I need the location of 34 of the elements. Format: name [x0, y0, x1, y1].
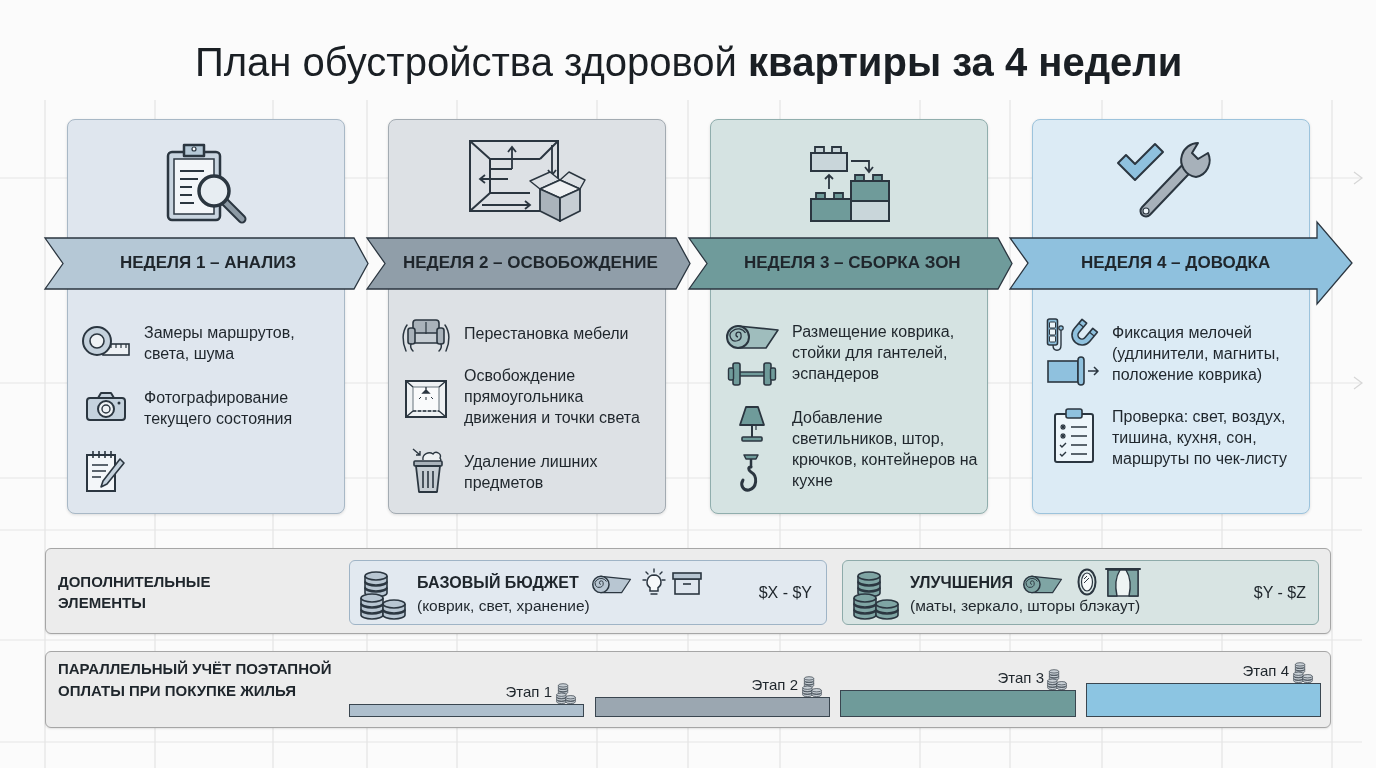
task-text: Замеры маршрутов, света, шума — [144, 323, 296, 364]
task-text: Фиксация мелочей (удлинители, магниты, положение коврика) — [1112, 323, 1281, 385]
chevron-banner — [689, 238, 1012, 289]
panel-heading: ПАРАЛЛЕЛЬНЫЙ УЧЁТ ПОЭТАПНОЙ ОПЛАТЫ ПРИ ПОКУПКЕ ЖИЛЬЯ — [58, 659, 333, 701]
chevron-banner — [45, 238, 368, 289]
task-text: Освобождение прямоугольника движения и точки света — [464, 366, 641, 428]
week-heading: НЕДЕЛЯ 4 – ДОВОДКА — [1081, 253, 1271, 273]
price-range: $X - $Y — [758, 583, 812, 603]
section-panel — [45, 548, 1331, 634]
panel-heading: ДОПОЛНИТЕЛЬНЫЕ ЭЛЕМЕНТЫ — [58, 572, 212, 613]
section-panel — [45, 651, 1331, 728]
budget-items: (коврик, свет, хранение) — [417, 596, 590, 616]
budget-card — [349, 560, 827, 625]
chevron-banner — [367, 238, 690, 289]
stage-label: Этап 2 — [751, 675, 798, 695]
week-heading: НЕДЕЛЯ 3 – СБОРКА ЗОН — [744, 253, 961, 273]
week-heading: НЕДЕЛЯ 1 – АНАЛИЗ — [120, 253, 297, 273]
task-text: Удаление лишних предметов — [464, 452, 599, 493]
budget-heading: УЛУЧШЕНИЯ — [910, 573, 1014, 593]
task-text: Проверка: свет, воздух, тишина, кухня, сон, маршруты по чек-листу — [1112, 407, 1288, 469]
budget-heading: БАЗОВЫЙ БЮДЖЕТ — [417, 573, 579, 593]
budget-items: (маты, зеркало, шторы блэкаут) — [910, 596, 1141, 616]
price-range: $Y - $Z — [1253, 583, 1306, 603]
stage-label: Этап 3 — [997, 668, 1044, 688]
week-heading: НЕДЕЛЯ 2 – ОСВОБОЖДЕНИЕ — [403, 253, 658, 273]
chevron-banner — [1010, 222, 1352, 304]
title: План обустройства здоровой квартиры за 4 недели — [195, 39, 1183, 86]
task-text: Добавление светильников, штор, крючков, контейнеров на кухне — [792, 408, 979, 491]
task-text: Размещение коврика, стойки для гантелей, эспандеров — [792, 322, 956, 384]
task-text: Перестановка мебели — [464, 324, 630, 344]
stage-label: Этап 1 — [505, 682, 552, 702]
task-text: Фотографирование текущего состояния — [144, 388, 294, 429]
stage-label: Этап 4 — [1242, 661, 1289, 681]
budget-card — [842, 560, 1319, 625]
